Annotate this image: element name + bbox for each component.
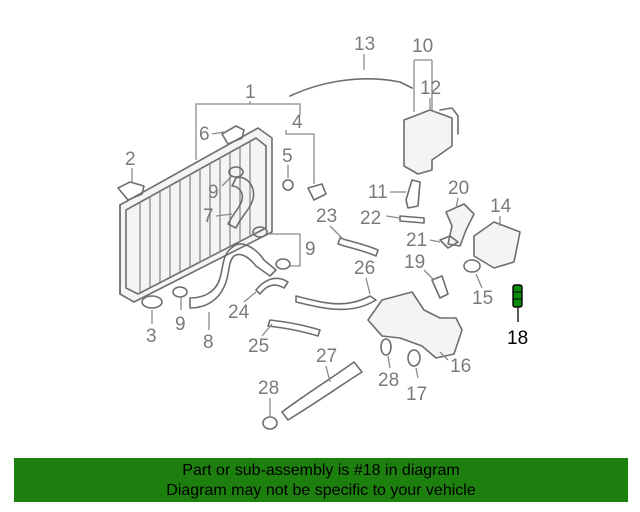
callout-14: 14 [490, 196, 512, 217]
callout-1: 1 [245, 82, 256, 103]
radiator [119, 127, 273, 303]
part-26-pipe [295, 295, 377, 311]
callout-7: 7 [203, 206, 214, 227]
callout-23: 23 [316, 206, 337, 227]
info-banner-line-2: Diagram may not be specific to your vehi… [166, 482, 476, 499]
callout-26: 26 [354, 258, 375, 279]
part-28-gasket-b [262, 416, 278, 430]
callout-8: 8 [203, 332, 214, 353]
info-banner-line-1: Part or sub-assembly is #18 in diagram [182, 462, 460, 479]
callout-21: 21 [406, 230, 427, 251]
part-9-clamp-b [252, 226, 268, 238]
part-15-thermostat [463, 259, 481, 273]
callout-11: 11 [368, 182, 388, 203]
callout-22: 22 [360, 208, 381, 229]
callout-9-mid: 9 [305, 239, 316, 260]
callout-9-top: 9 [208, 182, 219, 203]
part-18-highlighted[interactable] [512, 284, 523, 308]
callout-12: 12 [420, 78, 441, 99]
part-7-upper-hose [227, 176, 255, 229]
part-24-hose [255, 277, 289, 295]
callout-27: 27 [316, 346, 337, 367]
callout-10: 10 [412, 36, 433, 57]
leader-lines [131, 54, 501, 416]
callout-3: 3 [146, 326, 157, 347]
part-11-bracket [405, 179, 421, 209]
part-25-pipe [267, 319, 321, 337]
part-2-mount [117, 181, 145, 201]
callout-28-mid: 28 [378, 370, 399, 391]
callout-5: 5 [282, 146, 293, 167]
part-8-lower-hose [189, 243, 277, 309]
part-9-clamp-a [228, 166, 244, 178]
callout-18[interactable]: 18 [507, 328, 528, 349]
callout-4: 4 [292, 112, 303, 133]
callout-13: 13 [354, 34, 375, 55]
part-22-pipe [399, 215, 425, 224]
part-21-gasket [439, 235, 459, 249]
part-20-outlet [445, 203, 475, 247]
callout-28-left: 28 [258, 378, 279, 399]
part-10-reservoir [403, 109, 453, 175]
part-6-bracket [221, 125, 245, 145]
callout-16: 16 [450, 356, 471, 377]
part-14-housing [473, 221, 521, 269]
callout-15: 15 [472, 288, 493, 309]
part-9-clamp-c [275, 258, 291, 270]
callout-6: 6 [199, 124, 210, 145]
callout-17: 17 [406, 384, 427, 405]
callout-20: 20 [448, 178, 469, 199]
part-19-sensor [431, 275, 449, 299]
callout-25: 25 [248, 336, 269, 357]
part-16-water-manifold [367, 291, 463, 359]
part-13-overflow-hose [289, 78, 413, 97]
part-3-cap [141, 295, 163, 309]
callout-19: 19 [404, 252, 425, 273]
part-23-hose [337, 237, 379, 257]
part-27-pipe [281, 361, 363, 421]
part-4-sensor [307, 183, 327, 201]
callout-24: 24 [228, 302, 250, 323]
part-12-cap [439, 107, 459, 135]
part-9-clamp-d [172, 286, 188, 298]
part-5-plug [282, 179, 294, 191]
part-17-gasket [407, 349, 421, 367]
callout-2: 2 [125, 149, 136, 170]
callout-9-lower: 9 [175, 314, 186, 335]
parts-diagram: 1 2 3 4 5 6 7 8 9 9 9 10 11 12 13 14 15 … [117, 34, 528, 430]
part-28-gasket-a [380, 338, 392, 356]
info-banner: Part or sub-assembly is #18 in diagram D… [14, 458, 628, 502]
